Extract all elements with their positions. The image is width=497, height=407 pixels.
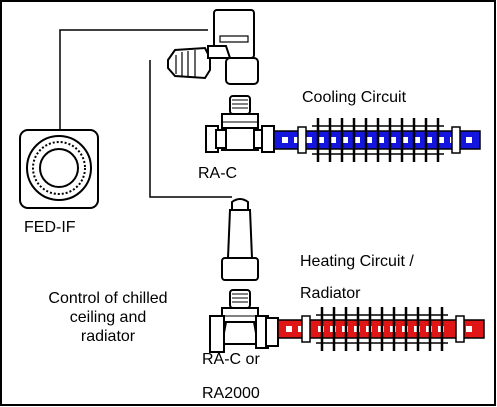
heating-circuit-label-line2: Radiator	[300, 285, 361, 302]
valve-ra-c-top	[205, 95, 275, 153]
cooling-circuit-label: Cooling Circuit	[302, 89, 407, 106]
control-description-line3: radiator	[80, 328, 136, 345]
control-description-line2: ceiling and	[69, 309, 147, 326]
capillary-line-bottom	[149, 60, 232, 198]
heating-circuit-label-line1: Heating Circuit /	[300, 253, 414, 270]
fed-if-label: FED-IF	[24, 219, 76, 236]
bottom-sensor	[221, 198, 259, 281]
control-description-line1: Control of chilled	[48, 290, 168, 307]
fed-if-controller	[19, 129, 99, 209]
top-actuator	[167, 9, 259, 85]
ra-c-or-label-line2: RA2000	[202, 385, 260, 402]
cooling-radiator-fins	[312, 118, 444, 162]
heating-radiator-fins	[316, 307, 448, 351]
capillary-line-top	[59, 29, 208, 130]
ra-c-or-label-line1: RA-C or	[202, 351, 260, 368]
ra-c-label: RA-C	[198, 165, 238, 182]
valve-ra-c-bottom	[209, 289, 279, 353]
